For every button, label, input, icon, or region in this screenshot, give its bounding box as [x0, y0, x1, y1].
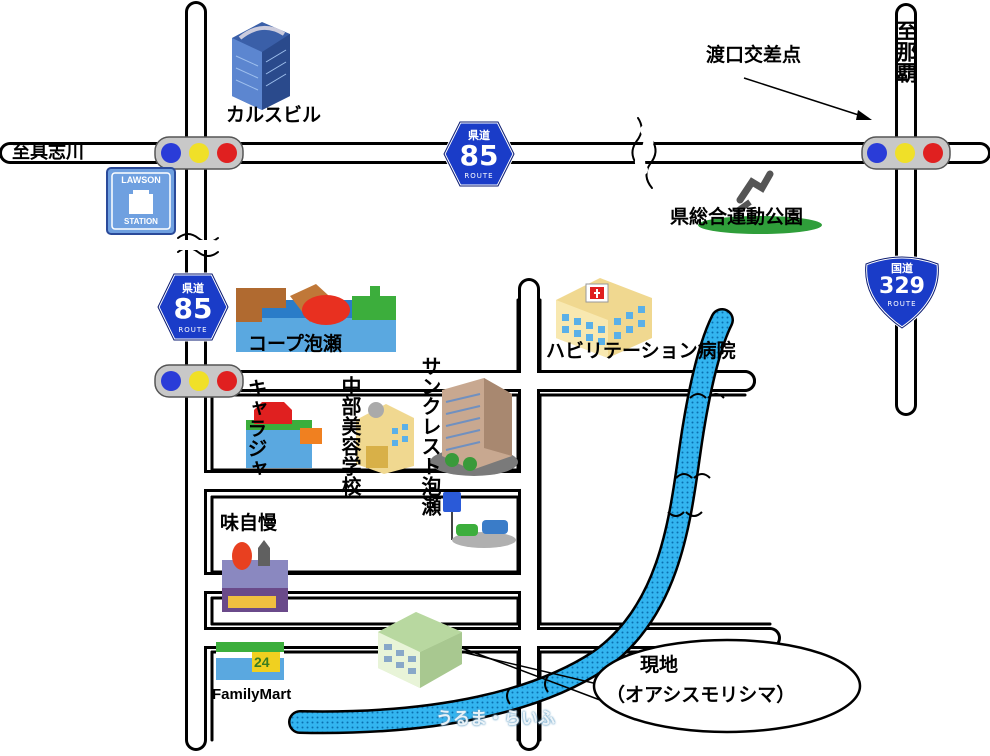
destination-line2: （オアシスモリシマ） [606, 684, 796, 706]
garage-label: キャラジャ [244, 378, 268, 478]
coop-building-icon [236, 284, 396, 352]
lawson-sign-top: LAWSON [121, 175, 161, 185]
route-329-shield: 国道 329 ROUTE [862, 250, 942, 330]
garage-building-icon [246, 402, 322, 468]
route-85-number: 85 [459, 139, 499, 172]
watermark: うるま・らいふ [436, 709, 555, 729]
restaurant-building-icon [222, 540, 288, 612]
oasis-morishima-building-icon [378, 612, 462, 688]
hospital-building-icon [556, 278, 652, 358]
route-85-shield-west: 県道 85 ROUTE [156, 272, 230, 342]
destination-callout [461, 638, 862, 734]
route-85-west-label: 県道 [182, 282, 204, 295]
intersection-pointer-arrow [743, 77, 872, 120]
river [288, 308, 734, 735]
sports-park-label: 県総合運動公園 [670, 206, 804, 228]
karusu-building-icon [232, 22, 290, 110]
sports-park-icon [698, 170, 822, 234]
familymart-badge: 24 [254, 654, 270, 670]
intersection-label: 渡口交差点 [706, 44, 802, 66]
destination-line1: 現地 [640, 654, 679, 676]
coop-label: コープ泡瀬 [248, 333, 342, 355]
route-85-west-number: 85 [173, 292, 213, 325]
direction-west-label: 至具志川 [12, 142, 84, 163]
parking-icon [443, 492, 516, 548]
karusu-building-label: カルスビル [226, 104, 322, 126]
route-329-label: 国道 [891, 262, 913, 275]
suncrest-label: サンクレスト泡瀬 [418, 356, 442, 516]
route-85-sub: ROUTE [464, 172, 494, 180]
familymart-label: FamilyMart [212, 686, 292, 703]
traffic-signal-coop [154, 364, 244, 398]
traffic-signal-west [154, 136, 244, 170]
ajijiman-label: 味自慢 [220, 512, 278, 534]
hospital-label: ハビリテーション病院 [546, 340, 736, 362]
traffic-signal-watanguchi [861, 136, 951, 170]
beauty-school-label: 中部美容学校 [338, 376, 362, 496]
lawson-logo [106, 167, 176, 235]
route-329-number: 329 [879, 274, 925, 299]
route-85-label: 県道 [468, 129, 490, 142]
suncrest-building-icon [430, 378, 518, 476]
school-building-icon [356, 402, 414, 474]
familymart-building-icon [216, 642, 284, 680]
lawson-sign-bottom: STATION [124, 217, 158, 226]
route-85-west-sub: ROUTE [178, 326, 208, 334]
direction-north-label: 至那覇 [894, 20, 918, 83]
route-85-shield-top: 県道 85 ROUTE [442, 120, 516, 188]
route-329-sub: ROUTE [887, 300, 917, 308]
